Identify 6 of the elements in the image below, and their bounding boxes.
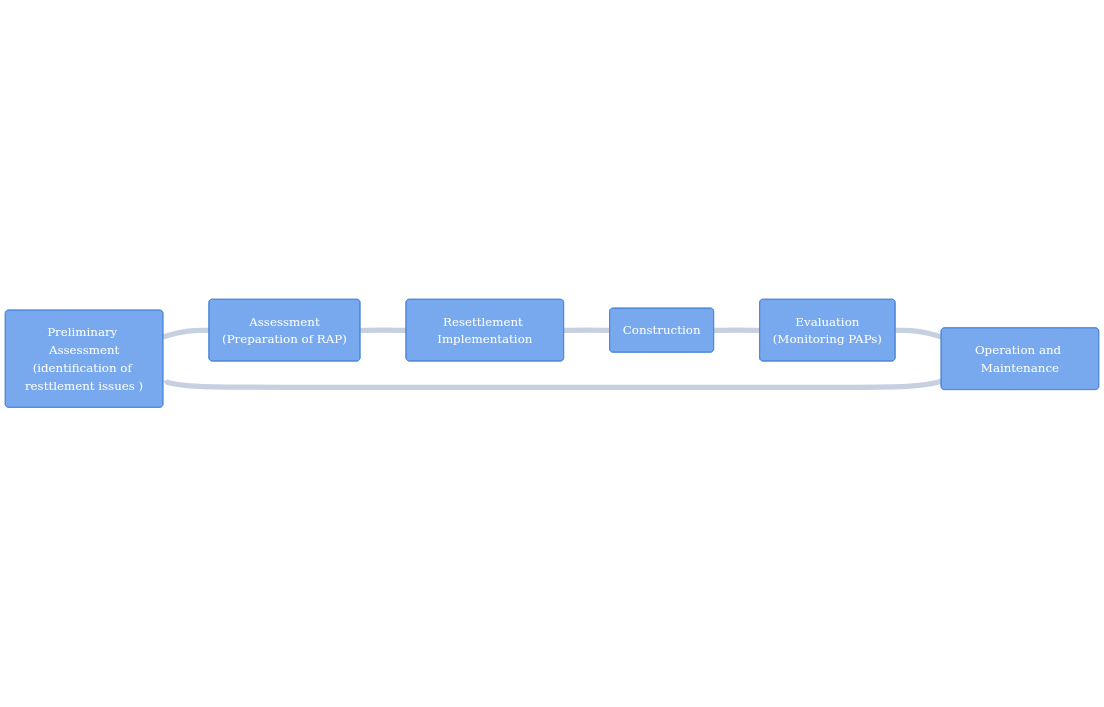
arrow xyxy=(163,378,943,391)
connector xyxy=(713,327,760,334)
connector xyxy=(563,327,610,334)
connector xyxy=(360,327,407,334)
connector xyxy=(162,327,210,340)
connector xyxy=(895,327,943,340)
